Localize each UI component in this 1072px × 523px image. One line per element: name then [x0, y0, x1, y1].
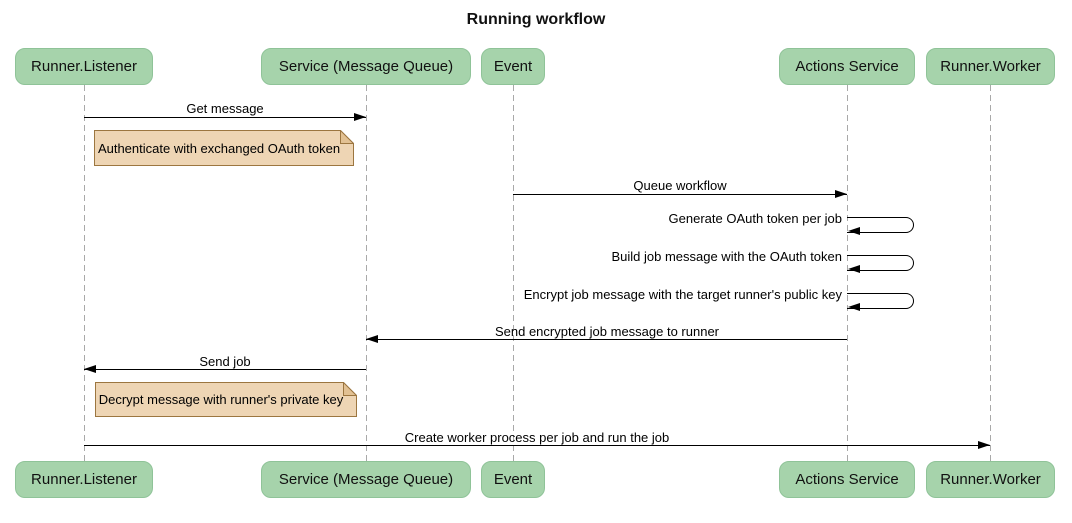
arrowhead-icon: [978, 441, 990, 449]
note-shape: [95, 382, 357, 417]
message-label-send-encrypted: Send encrypted job message to runner: [494, 324, 720, 339]
arrowhead-icon: [835, 190, 847, 198]
note-label: Decrypt message with runner's private ke…: [98, 392, 344, 407]
lifeline-event: [513, 85, 514, 462]
message-label-send-job: Send job: [199, 354, 251, 369]
message-line-send-job: [84, 369, 366, 370]
participant-event-bottom: Event: [481, 461, 545, 498]
participant-label: Service (Message Queue): [278, 471, 454, 488]
self-message-loop-generate-oauth: [847, 217, 914, 233]
diagram-title: Running workflow: [466, 11, 606, 28]
participant-label: Actions Service: [795, 58, 899, 75]
lifeline-runner-worker: [990, 85, 991, 462]
message-label-generate-oauth: Generate OAuth token per job: [668, 211, 842, 226]
participant-actions-service-top: Actions Service: [779, 48, 915, 85]
message-line-create-worker: [84, 445, 990, 446]
message-label-encrypt-job-message: Encrypt job message with the target runn…: [523, 287, 842, 302]
message-label-queue-workflow: Queue workflow: [633, 178, 727, 193]
participant-runner-worker-top: Runner.Worker: [926, 48, 1055, 85]
message-label-create-worker: Create worker process per job and run th…: [404, 430, 670, 445]
self-message-loop-encrypt-job-message: [847, 293, 914, 309]
note-authenticate-oauth: Authenticate with exchanged OAuth token: [94, 130, 354, 166]
arrowhead-icon: [848, 265, 860, 273]
message-line-send-encrypted: [366, 339, 847, 340]
self-message-loop-build-job-message: [847, 255, 914, 271]
participant-label: Event: [493, 58, 533, 75]
message-line-get-message: [84, 117, 366, 118]
note-decrypt-private-key: Decrypt message with runner's private ke…: [95, 382, 357, 417]
arrowhead-icon: [848, 303, 860, 311]
participant-actions-service-bottom: Actions Service: [779, 461, 915, 498]
participant-runner-listener-bottom: Runner.Listener: [15, 461, 153, 498]
arrowhead-icon: [366, 335, 378, 343]
participant-label: Actions Service: [795, 471, 899, 488]
participant-label: Runner.Worker: [940, 471, 1041, 488]
note-shape: [94, 130, 354, 166]
lifeline-service-message-queue: [366, 85, 367, 462]
lifeline-runner-listener: [84, 85, 85, 462]
participant-event-top: Event: [481, 48, 545, 85]
message-label-build-job-message: Build job message with the OAuth token: [611, 249, 842, 264]
participant-label: Service (Message Queue): [278, 58, 454, 75]
arrowhead-icon: [84, 365, 96, 373]
participant-service-message-queue-bottom: Service (Message Queue): [261, 461, 471, 498]
message-line-queue-workflow: [513, 194, 847, 195]
note-label: Authenticate with exchanged OAuth token: [97, 140, 341, 156]
participant-runner-worker-bottom: Runner.Worker: [926, 461, 1055, 498]
participant-label: Runner.Listener: [31, 58, 137, 75]
arrowhead-icon: [848, 227, 860, 235]
participant-service-message-queue-top: Service (Message Queue): [261, 48, 471, 85]
participant-label: Runner.Listener: [31, 471, 137, 488]
participant-label: Event: [493, 471, 533, 488]
participant-runner-listener-top: Runner.Listener: [15, 48, 153, 85]
participant-label: Runner.Worker: [940, 58, 1041, 75]
lifeline-actions-service: [847, 85, 848, 462]
message-label-get-message: Get message: [186, 101, 264, 116]
arrowhead-icon: [354, 113, 366, 121]
